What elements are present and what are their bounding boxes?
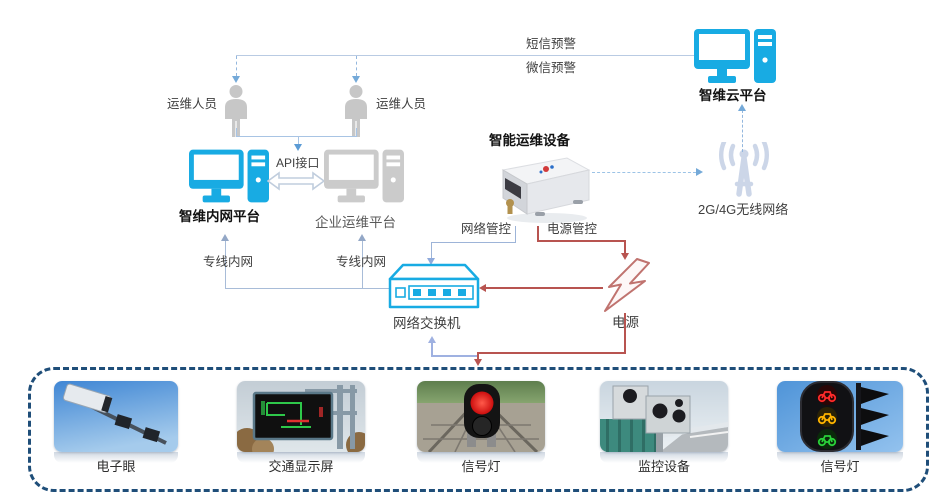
drop-line-person-left bbox=[236, 56, 237, 76]
smart-device-image bbox=[489, 148, 593, 233]
enterprise-platform-label: 企业运维平台 bbox=[315, 215, 396, 230]
api-double-arrow-icon bbox=[266, 171, 326, 196]
label-signal-light-rail: 信号灯 bbox=[461, 459, 501, 474]
arrow-to-intranet-platform bbox=[294, 144, 302, 151]
power-to-switch-line bbox=[486, 287, 603, 289]
arrow-up-to-switch bbox=[428, 336, 436, 343]
leased-line-left-v bbox=[225, 241, 226, 289]
network-control-run bbox=[431, 242, 516, 243]
power-control-stem bbox=[624, 240, 626, 253]
switch-label: 网络交换机 bbox=[393, 316, 461, 331]
power-box-run bbox=[477, 352, 626, 354]
photo-traffic-display bbox=[237, 381, 365, 452]
arrow-into-devices-box bbox=[473, 359, 482, 366]
merge-down-stem bbox=[298, 136, 299, 144]
leased-line-right-label: 专线内网 bbox=[336, 255, 387, 269]
personnel-right-label: 运维人员 bbox=[376, 97, 427, 111]
arrow-to-person-left bbox=[232, 76, 240, 83]
arrow-to-enterprise bbox=[358, 234, 366, 241]
alert-line bbox=[236, 55, 697, 56]
cloud-platform-computer-icon bbox=[694, 29, 776, 90]
power-down-line bbox=[624, 313, 626, 352]
person-icon-left bbox=[221, 85, 251, 142]
person-right-down-line bbox=[356, 128, 357, 136]
leased-line-h bbox=[225, 288, 390, 289]
arrow-to-cloud bbox=[738, 104, 746, 111]
power-lightning-icon bbox=[601, 257, 653, 320]
photo-monitoring-equipment bbox=[600, 381, 728, 452]
field-devices-enclosure bbox=[28, 367, 929, 492]
power-control-run bbox=[537, 240, 626, 242]
devices-to-switch-run bbox=[431, 355, 477, 357]
person-left-down-line bbox=[236, 128, 237, 136]
person-icon-right bbox=[341, 85, 371, 142]
network-control-stem bbox=[431, 242, 432, 258]
devices-to-switch-stem bbox=[431, 343, 433, 357]
power-control-drop bbox=[537, 226, 539, 240]
label-electronic-eye: 电子眼 bbox=[96, 459, 136, 474]
drop-line-person-right bbox=[356, 56, 357, 76]
arrow-to-intranet bbox=[221, 234, 229, 241]
reflection-1 bbox=[54, 452, 178, 463]
wireless-label: 2G/4G无线网络 bbox=[698, 202, 789, 217]
sms-alert-label: 短信预警 bbox=[526, 37, 577, 51]
enterprise-platform-computer-icon bbox=[324, 149, 404, 210]
reflection-4 bbox=[600, 452, 728, 463]
photo-signal-light-bike bbox=[777, 381, 903, 452]
power-box-stem bbox=[477, 352, 479, 359]
cloud-platform-label: 智维云平台 bbox=[699, 88, 767, 103]
network-switch-icon bbox=[388, 262, 480, 315]
label-signal-light-bike: 信号灯 bbox=[820, 459, 860, 474]
wechat-alert-label: 微信预警 bbox=[526, 61, 577, 75]
wireless-antenna-icon bbox=[706, 139, 782, 205]
device-label: 智能运维设备 bbox=[489, 133, 570, 148]
label-monitoring-equipment: 监控设备 bbox=[637, 459, 690, 474]
network-control-label: 网络管控 bbox=[461, 222, 512, 236]
arrow-to-power bbox=[620, 253, 629, 260]
person-merge-line bbox=[236, 136, 357, 137]
reflection-5 bbox=[777, 452, 903, 463]
wireless-to-cloud-line bbox=[742, 110, 743, 152]
label-traffic-display: 交通显示屏 bbox=[268, 459, 334, 474]
reflection-2 bbox=[237, 452, 365, 463]
arrow-to-wireless bbox=[696, 167, 703, 176]
arrow-into-switch bbox=[479, 283, 486, 292]
power-control-label: 电源管控 bbox=[547, 222, 598, 236]
arrow-to-switch bbox=[427, 258, 435, 265]
leased-line-left-label: 专线内网 bbox=[203, 255, 254, 269]
network-control-drop bbox=[515, 226, 516, 242]
arrow-to-person-right bbox=[352, 76, 360, 83]
personnel-left-label: 运维人员 bbox=[167, 97, 218, 111]
photo-signal-light-rail bbox=[417, 381, 545, 452]
photo-electronic-eye bbox=[54, 381, 178, 452]
intranet-platform-computer-icon bbox=[189, 149, 269, 210]
intranet-platform-label: 智维内网平台 bbox=[179, 209, 260, 224]
api-label: API接口 bbox=[276, 156, 320, 170]
reflection-3 bbox=[417, 452, 545, 463]
device-to-wireless-line bbox=[592, 172, 696, 173]
leased-line-right-v bbox=[362, 241, 363, 289]
